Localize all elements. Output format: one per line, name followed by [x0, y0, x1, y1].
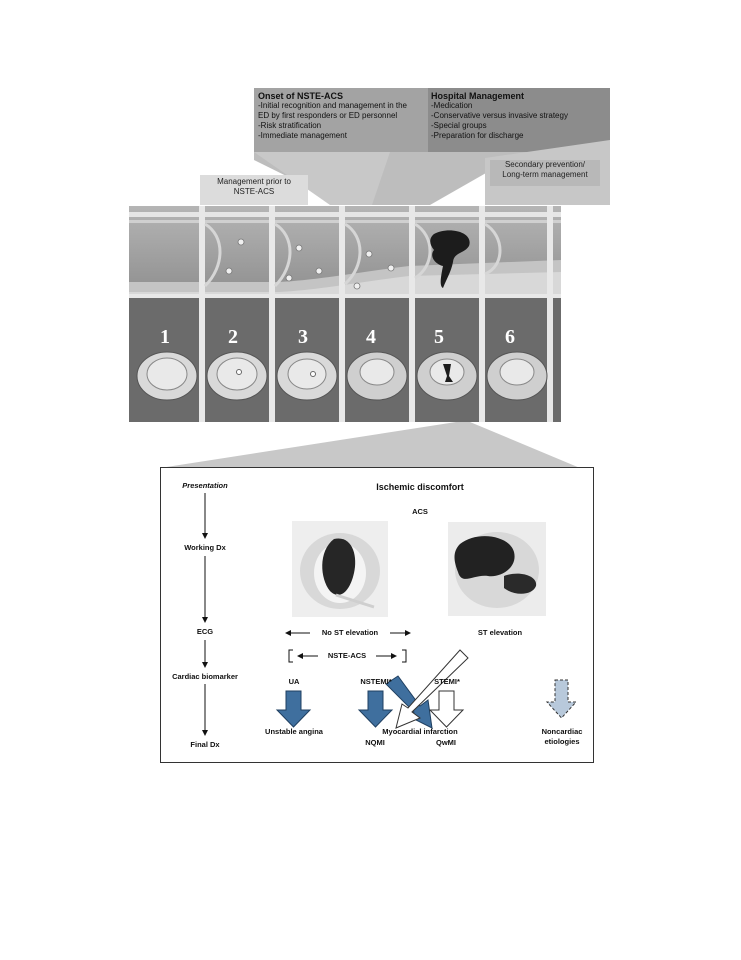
cardiac-biomarker-label: Cardiac biomarker	[172, 672, 238, 681]
prior-line: Management prior to	[217, 177, 291, 186]
nstemi-label: NSTEMI*	[360, 677, 392, 686]
unstable-angina-label: Unstable angina	[265, 727, 323, 736]
mi-label: Myocardial infarction	[382, 727, 458, 736]
nqmi-label: NQMI	[365, 738, 385, 747]
noncardiac-label: Noncardiac etiologies	[535, 727, 589, 747]
st-label: ST elevation	[477, 628, 523, 637]
hospital-item: -Special groups	[431, 121, 487, 130]
hospital-title: Hospital Management	[431, 91, 525, 101]
secondary-line: Secondary prevention/	[504, 160, 586, 169]
no-st-specimen-image	[292, 521, 388, 617]
secondary-line: Long-term management	[502, 170, 588, 179]
hospital-item: -Medication	[431, 101, 473, 110]
onset-item: -Initial recognition and management in t…	[258, 101, 407, 110]
onset-text: Onset of NSTE-ACS -Initial recognition a…	[258, 91, 430, 141]
stage-number: 2	[228, 326, 238, 348]
prior-label: Management prior to NSTE-ACS	[200, 175, 308, 205]
header-onset-box	[254, 88, 428, 152]
hospital-item: -Preparation for discharge	[431, 131, 524, 140]
ua-label: UA	[288, 677, 300, 686]
hospital-item: -Conservative versus invasive strategy	[431, 111, 568, 120]
hospital-text: Hospital Management -Medication -Conserv…	[431, 91, 609, 141]
onset-item: -Risk stratification	[258, 121, 322, 130]
artery-panel	[129, 206, 561, 422]
working-dx-label: Working Dx	[184, 543, 226, 552]
noncardiac-line: etiologies	[544, 737, 580, 746]
prior-line: NSTE-ACS	[233, 187, 275, 196]
ischemic-label: Ischemic discomfort	[376, 482, 464, 492]
header-hospital-box	[428, 88, 610, 152]
stage-number: 6	[505, 326, 515, 348]
nste-acs-label: NSTE-ACS	[318, 651, 376, 660]
onset-item: -Immediate management	[258, 131, 347, 140]
connector-wedge	[160, 422, 580, 468]
acs-label: ACS	[412, 507, 428, 516]
stage-number: 5	[434, 326, 444, 348]
ecg-label: ECG	[196, 627, 214, 636]
presentation-label: Presentation	[182, 481, 228, 490]
stage-number: 4	[366, 326, 376, 348]
no-st-label: No ST elevation	[310, 628, 390, 637]
final-dx-label: Final Dx	[190, 740, 220, 749]
st-specimen-image	[448, 522, 546, 616]
qwmi-label: QwMI	[436, 738, 456, 747]
noncardiac-line: Noncardiac	[541, 727, 583, 736]
stemi-label: STEMI*	[434, 677, 460, 686]
onset-item: ED by first responders or ED personnel	[258, 111, 398, 120]
onset-title: Onset of NSTE-ACS	[258, 91, 344, 101]
stage-number: 3	[298, 326, 308, 348]
secondary-label: Secondary prevention/ Long-term manageme…	[490, 160, 600, 186]
stage-number: 1	[160, 326, 170, 348]
